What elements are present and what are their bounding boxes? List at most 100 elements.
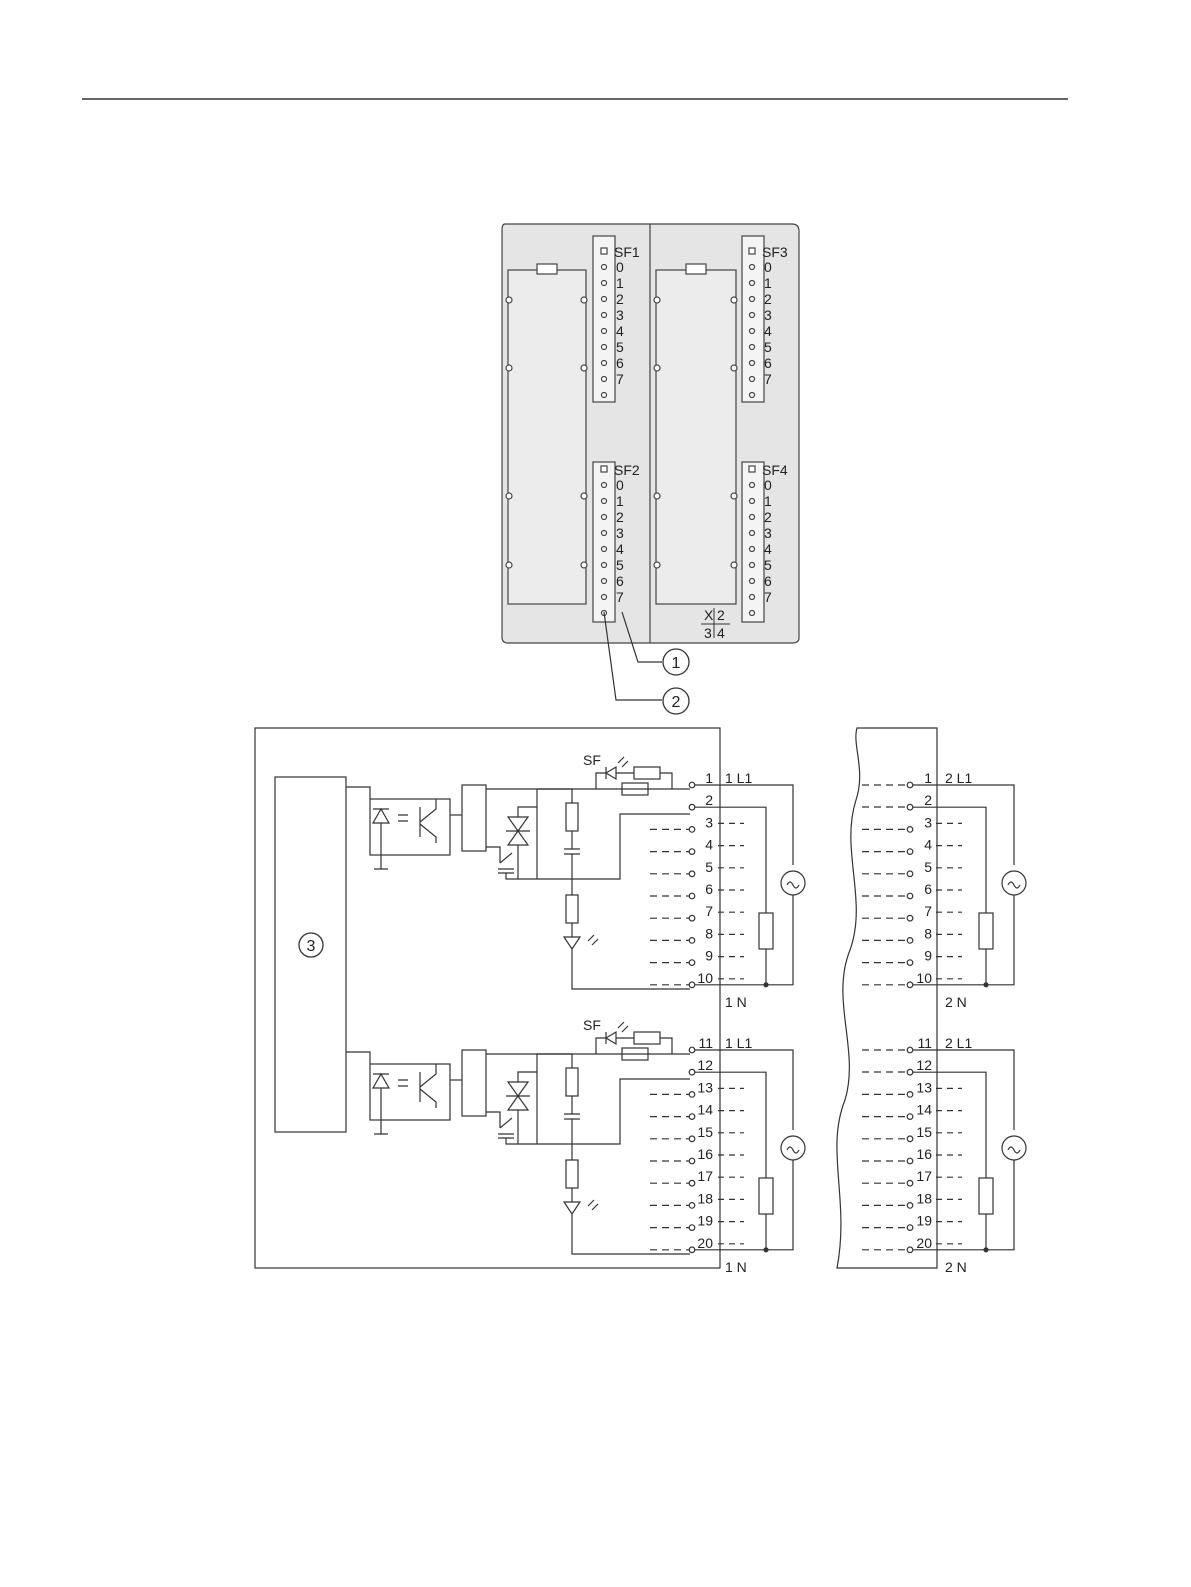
terminal-number: 20	[697, 1235, 713, 1251]
load-resistor	[759, 913, 773, 949]
channel-led	[750, 361, 755, 366]
channel-led	[750, 515, 755, 520]
terminal-number: 12	[916, 1057, 932, 1073]
terminal-number: 1	[924, 770, 932, 786]
channel-led-label: 4	[764, 323, 772, 339]
channel-led-label: 4	[616, 323, 624, 339]
snubber-resistor	[566, 1068, 578, 1096]
terminal-number: 6	[705, 881, 713, 897]
sf-resistor	[634, 767, 660, 779]
terminal-point	[907, 1114, 913, 1120]
channel-led-label: 7	[616, 589, 624, 605]
terminal-block	[650, 1047, 805, 1252]
channel-led	[602, 329, 607, 334]
terminal-number: 16	[916, 1146, 932, 1162]
terminal-number: 12	[697, 1057, 713, 1073]
channel-led-label: 0	[764, 477, 772, 493]
channel-led-label: 6	[616, 573, 624, 589]
channel-led	[750, 579, 755, 584]
terminal-point	[907, 1069, 913, 1075]
channel-led	[602, 483, 607, 488]
fault-led	[749, 248, 755, 254]
svg-text:X: X	[704, 607, 714, 623]
terminal-number: 5	[924, 859, 932, 875]
svg-text:1: 1	[672, 655, 681, 672]
terminal-point	[907, 782, 913, 788]
channel-led-label: 5	[764, 557, 772, 573]
terminal-point	[907, 1247, 913, 1253]
channel-led	[602, 531, 607, 536]
channel-led-label: 2	[616, 509, 624, 525]
channel-led-label: 3	[616, 307, 624, 323]
channel-led	[602, 313, 607, 318]
terminal-number: 17	[697, 1168, 713, 1184]
terminal-point	[689, 960, 695, 966]
load-resistor	[979, 1178, 993, 1214]
terminal-point	[907, 1047, 913, 1053]
terminal-number: 2	[924, 792, 932, 808]
terminal-point	[907, 871, 913, 877]
supply-label: 2 L1	[945, 1035, 972, 1051]
neutral-label: 1 N	[725, 1259, 747, 1275]
channel-led	[750, 265, 755, 270]
optocoupler	[370, 1064, 450, 1120]
terminal-number: 20	[916, 1235, 932, 1251]
terminal-number: 11	[698, 1035, 713, 1051]
neutral-label: 2 N	[945, 1259, 967, 1275]
terminal-number: 14	[697, 1102, 713, 1118]
channel-led-label: 7	[616, 371, 624, 387]
channel-led-label: 7	[764, 589, 772, 605]
channel-led	[602, 297, 607, 302]
snubber-resistor	[566, 803, 578, 831]
channel-led-label: 3	[764, 525, 772, 541]
terminal-number: 11	[917, 1035, 932, 1051]
fault-led-label: SF4	[762, 462, 788, 478]
channel-led	[750, 483, 755, 488]
driver-block	[462, 785, 486, 851]
circuit-diagram	[255, 728, 1026, 1268]
channel-led	[602, 595, 607, 600]
channel-led-label: 2	[764, 509, 772, 525]
circuit-labels: SFSF123456789101 L11 N111213141516171819…	[583, 752, 972, 1275]
terminal-number: 18	[916, 1190, 932, 1206]
channel-led	[602, 515, 607, 520]
channel-led	[602, 563, 607, 568]
channel-led-label: 1	[764, 275, 772, 291]
terminal-number: 15	[916, 1124, 932, 1140]
channel-led-label: 6	[616, 355, 624, 371]
sf-label: SF	[583, 1017, 601, 1033]
terminal-point	[689, 1047, 695, 1053]
terminal-point	[689, 915, 695, 921]
terminal-point	[689, 1247, 695, 1253]
channel-led	[602, 393, 607, 398]
terminal-number: 9	[924, 948, 932, 964]
svg-text:3: 3	[704, 625, 712, 641]
channel-led	[750, 499, 755, 504]
connector-slot-right	[686, 264, 706, 274]
load-resistor	[759, 1178, 773, 1214]
channel-led-label: 2	[764, 291, 772, 307]
sf-led	[606, 1032, 616, 1044]
supply-label: 1 L1	[725, 770, 752, 786]
channel-led	[602, 265, 607, 270]
terminal-point	[689, 1225, 695, 1231]
channel-led	[602, 579, 607, 584]
channel-led-label: 2	[616, 291, 624, 307]
terminal-point	[907, 938, 913, 944]
channel-led-label: 1	[616, 275, 624, 291]
channel-led	[602, 547, 607, 552]
channel-led	[750, 595, 755, 600]
terminal-point	[689, 1092, 695, 1098]
terminal-point	[907, 1092, 913, 1098]
terminal-number: 1	[705, 770, 713, 786]
terminal-number: 7	[705, 903, 713, 919]
sf-resistor	[634, 1032, 660, 1044]
terminal-point	[907, 1203, 913, 1209]
channel-led	[750, 393, 755, 398]
terminal-number: 3	[705, 814, 713, 830]
channel-led	[750, 611, 755, 616]
channel-led-label: 1	[764, 493, 772, 509]
channel-led-label: 6	[764, 355, 772, 371]
channel-led	[750, 547, 755, 552]
